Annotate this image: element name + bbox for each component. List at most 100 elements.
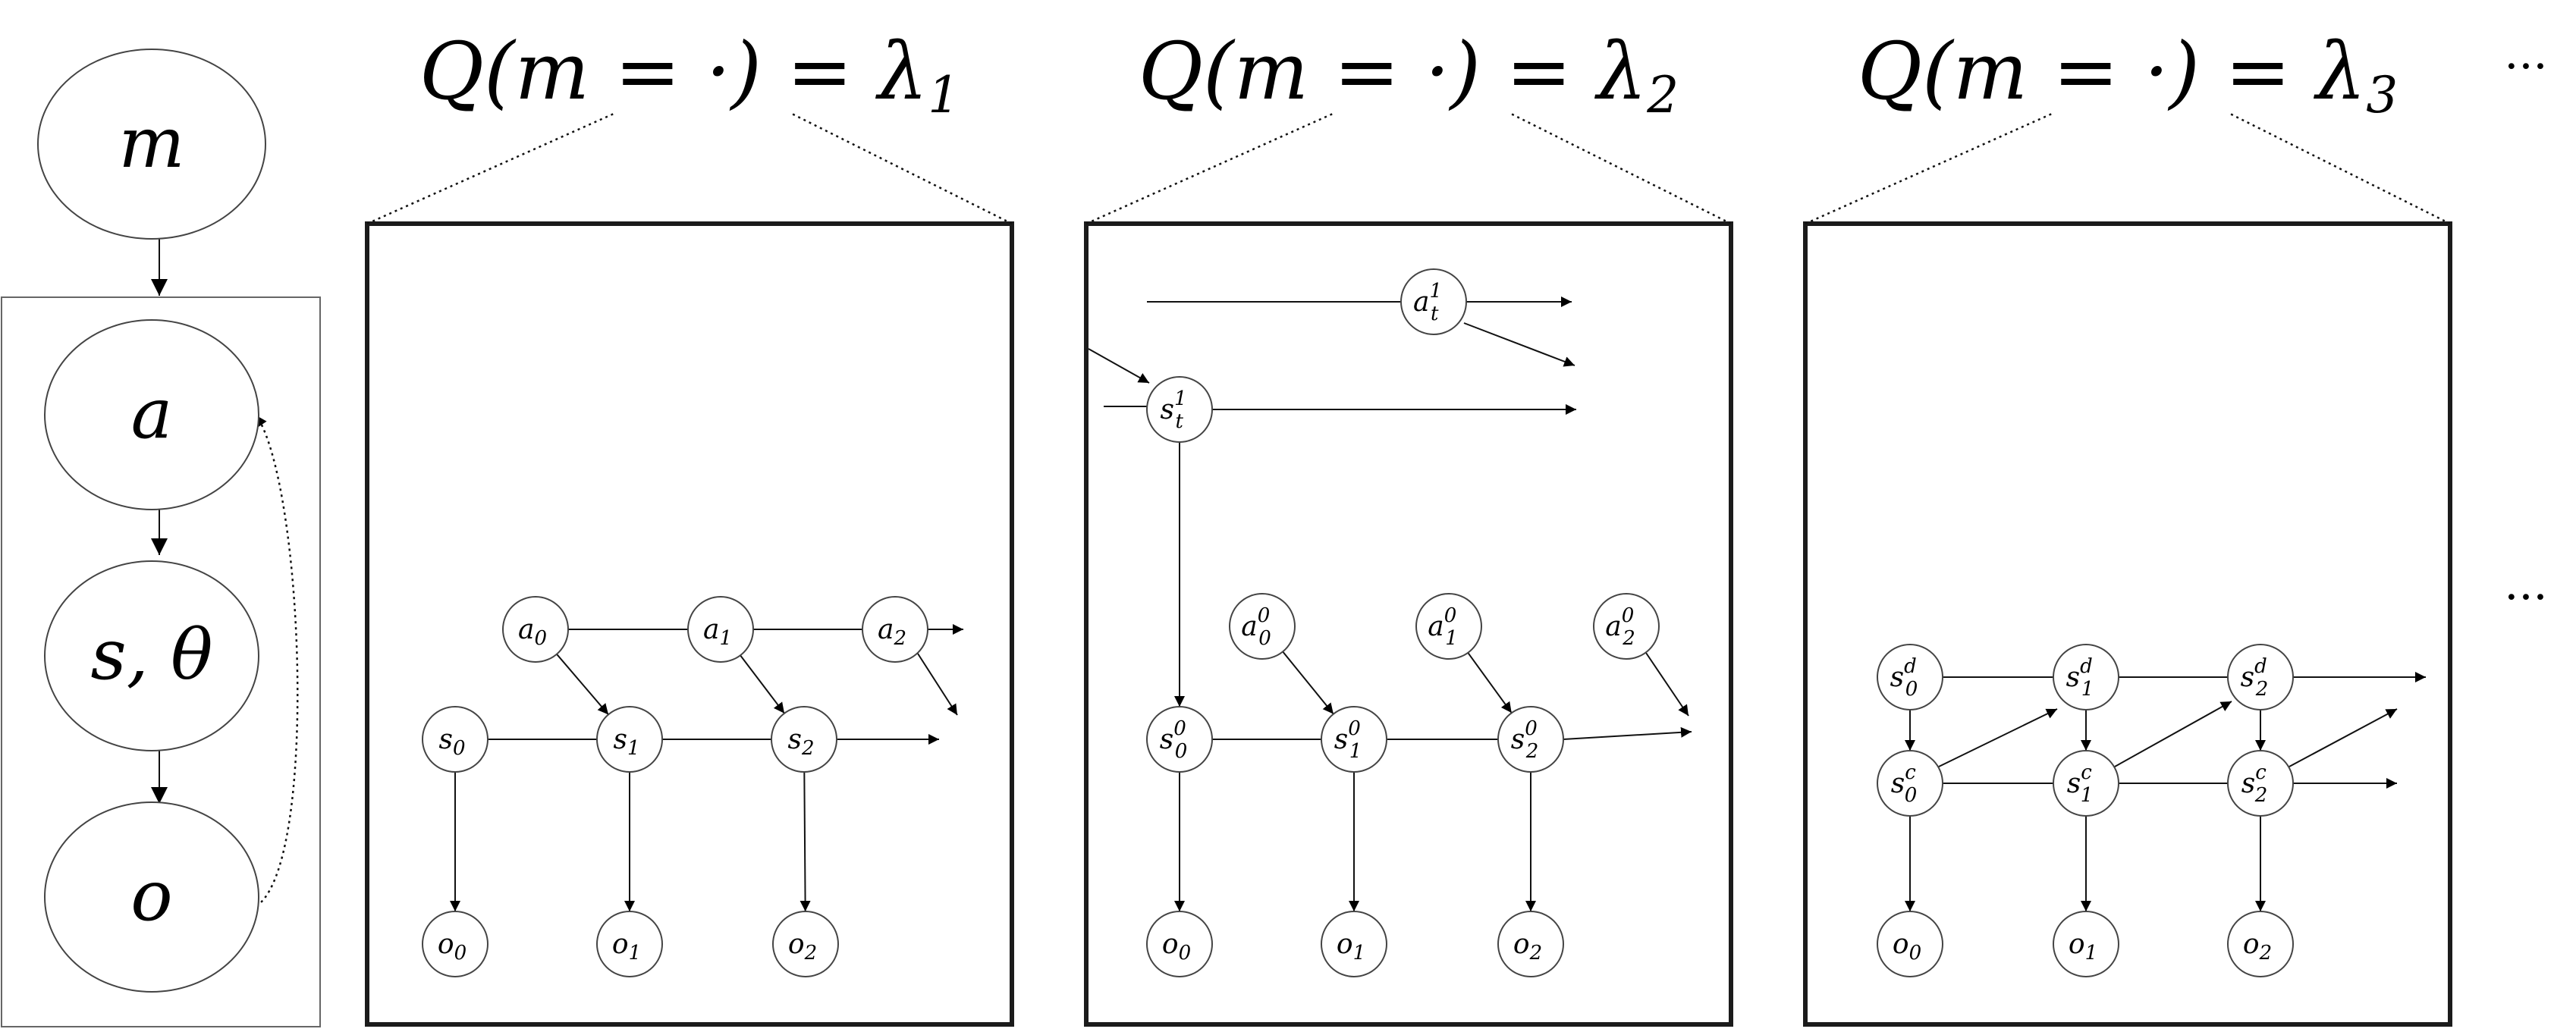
node-circle [1497,911,1564,977]
edge-sc2-sd3 [2289,708,2398,767]
node-circle [1877,644,1943,710]
zoom-line-right [791,112,1013,225]
node-circle [1146,376,1213,443]
edge-s20-out [1563,726,1692,740]
edge-a00-s10 [1282,651,1334,715]
panel-title-3: Q(m = ·) = λ3 [1858,25,2399,124]
node-circle [422,911,488,977]
plate-node-m: m [37,49,266,240]
node-circle [1497,706,1564,773]
node-circle [1877,911,1943,977]
node-circle [596,911,663,977]
plate-node-label: o [130,855,172,936]
node-s2: s2 [771,706,837,773]
edge-a10-s20 [1467,652,1513,714]
edge-a0-s1 [556,654,609,715]
node-label: o2 [1513,929,1542,965]
edge-a20-next [1645,652,1689,717]
node-s1: s1 [596,706,663,773]
node-o2: o2 [772,911,839,977]
node-o1: o1 [2053,911,2119,977]
node-label: s1 [613,724,639,760]
node-label: a1 [703,614,732,650]
edge-o-a-feedback [255,415,299,908]
node-circle [771,706,837,773]
node-circle [1321,911,1387,977]
edge-sc1-sd2 [2114,701,2232,767]
plate-node-o: o [44,801,259,993]
node-circle [2227,911,2294,977]
node-circle [1229,593,1296,660]
node-o2: o2 [2227,911,2294,977]
node-label: o1 [2069,929,2097,965]
node-circle [2227,750,2294,817]
node-circle [1593,593,1660,660]
zoom-line-left [1805,112,2053,225]
node-o0: o0 [1146,911,1213,977]
node-circle [502,596,569,663]
plate-box [1,296,321,1027]
node-label: o2 [788,929,817,965]
node-label: o0 [438,929,467,965]
zoom-line-left [1085,112,1334,225]
node-circle [1146,706,1213,773]
plate-node-ellipse [37,49,266,240]
node-label: o0 [1162,929,1191,965]
plate-node-ellipse [44,560,259,751]
node-a0: a0 [502,596,569,663]
node-circle [1400,268,1467,335]
node-label: o1 [1337,929,1365,965]
plate-node-label: s, θ [90,614,212,695]
node-label: o2 [2243,929,2272,965]
node-circle [772,911,839,977]
node-label: s0 [438,724,465,760]
edge-a2-s3 [917,653,958,716]
panel-title-1: Q(m = ·) = λ1 [419,25,960,124]
node-o1: o1 [596,911,663,977]
node-circle [2227,644,2294,710]
node-label: s2 [787,724,814,760]
node-circle [1146,911,1213,977]
node-o1: o1 [1321,911,1387,977]
node-circle [1415,593,1482,660]
node-o2: o2 [1497,911,1564,977]
node-circle [2053,750,2119,817]
node-circle [2053,911,2119,977]
zoom-line-left [366,112,614,225]
node-s0: s0 [422,706,488,773]
edge-s2-o2 [800,771,811,912]
node-label: a0 [518,614,547,650]
node-circle [862,596,928,663]
node-label: o0 [1893,929,1921,965]
node-label: a2 [878,614,906,650]
plate-node-ellipse [44,319,259,510]
node-circle [1321,706,1387,773]
ellipsis-middle: ··· [2504,571,2547,624]
node-o0: o0 [1877,911,1943,977]
node-circle [687,596,754,663]
node-circle [596,706,663,773]
panel-frame-1 [365,221,1014,1027]
